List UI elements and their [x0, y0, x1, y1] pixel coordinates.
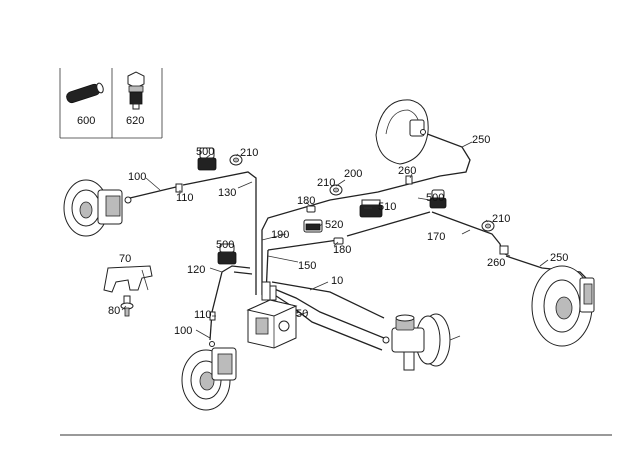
callout-180-top: 180 — [297, 195, 315, 207]
clip-260-right — [499, 245, 509, 255]
callout-260-right: 260 — [487, 257, 505, 269]
callout-130: 130 — [218, 187, 236, 199]
left-front-brake-disc — [63, 179, 132, 237]
callout-180-mid: 180 — [333, 244, 351, 256]
inset-label-600: 600 — [77, 115, 95, 127]
leader-lines — [121, 141, 549, 339]
callout-250-top: 250 — [472, 134, 490, 146]
right-rear-brake-disc-top — [375, 99, 429, 165]
callout-numbers: 250 500 210 260 200 210 500 100 110 130 … — [108, 134, 568, 337]
callout-190: 190 — [271, 229, 289, 241]
callout-520: 520 — [325, 219, 343, 231]
clip-260-top — [405, 175, 413, 185]
callout-500-left: 500 — [216, 239, 234, 251]
callout-510: 510 — [378, 201, 396, 213]
callout-110-top: 110 — [176, 192, 194, 204]
grommet-210-mid — [329, 184, 343, 196]
inset-parts-box: 600 620 — [59, 68, 163, 139]
callout-80: 80 — [108, 305, 120, 317]
callout-210-right: 210 — [492, 213, 510, 225]
left-rear-brake-disc — [181, 341, 237, 411]
pipe-clip-500-right — [429, 189, 447, 209]
callout-170: 170 — [427, 231, 445, 243]
sleeve-part-600 — [66, 82, 104, 104]
callout-500-right: 500 — [426, 192, 444, 204]
abs-hydraulic-unit — [246, 281, 298, 349]
right-rear-brake-disc-bottom — [531, 265, 595, 347]
callout-100-bottom: 100 — [174, 325, 192, 337]
brake-booster-master-cylinder — [382, 313, 461, 371]
callout-200: 200 — [344, 168, 362, 180]
callout-150: 150 — [298, 260, 316, 272]
bracket-part-70 — [103, 265, 153, 293]
callout-500-top: 500 — [196, 146, 214, 158]
bolt-part-80 — [120, 295, 134, 317]
callout-120: 120 — [187, 264, 205, 276]
inset-label-620: 620 — [126, 115, 144, 127]
callout-210-mid: 210 — [317, 177, 335, 189]
grommet-210-right — [481, 220, 495, 232]
callout-210-top: 210 — [240, 147, 258, 159]
callout-100-top: 100 — [128, 171, 146, 183]
callout-250-bottom: 250 — [550, 252, 568, 264]
callout-10: 10 — [331, 275, 343, 287]
callout-260-top: 260 — [398, 165, 416, 177]
bleeder-screw-part-620 — [127, 71, 145, 110]
pipe-clip-500-top — [197, 147, 217, 171]
callout-110-bottom: 110 — [194, 309, 212, 321]
pipe-clip-500-left — [217, 243, 237, 265]
holder-520 — [303, 219, 323, 233]
clip-180-mid — [333, 237, 344, 245]
clip-110-top — [175, 183, 183, 193]
clip-180-top — [306, 205, 316, 213]
callout-70: 70 — [119, 253, 131, 265]
callout-50: 50 — [296, 308, 308, 320]
grommet-210-top — [229, 154, 243, 166]
